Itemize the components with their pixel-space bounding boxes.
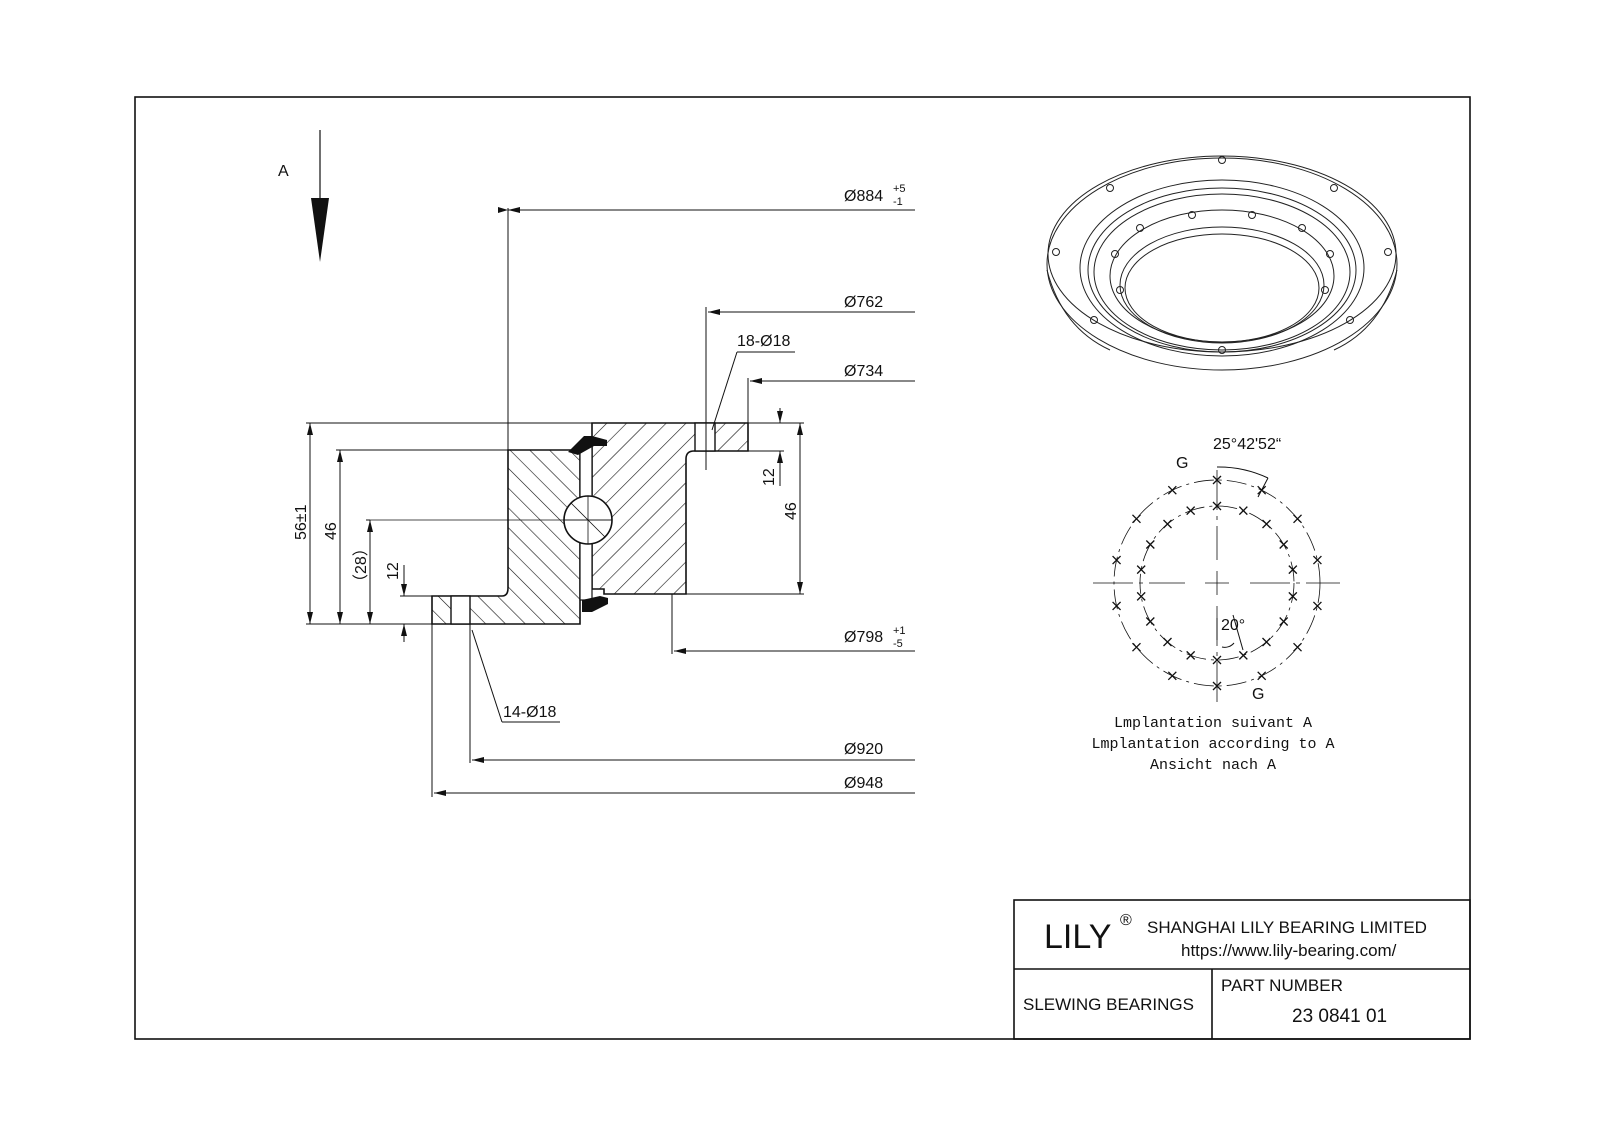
brand-logo: LILY xyxy=(1044,918,1111,956)
bearing-cross-section xyxy=(370,422,749,625)
bolt-hole-mark xyxy=(1262,519,1271,529)
product-category: SLEWING BEARINGS xyxy=(1023,995,1194,1014)
bottom-seal xyxy=(582,596,608,612)
dim-h46-left: 46 xyxy=(323,522,340,540)
bolt-hole-mark xyxy=(1167,485,1177,495)
hole-pattern-caption-en: Lmplantation according to A xyxy=(1091,736,1334,753)
view-arrow-label: A xyxy=(278,163,289,180)
bolt-hole-mark xyxy=(1145,540,1155,549)
bolt-hole-mark xyxy=(1238,506,1248,516)
company-website: https://www.lily-bearing.com/ xyxy=(1181,941,1397,960)
hole-pattern-g-top: G xyxy=(1176,455,1188,472)
bolt-hole-mark xyxy=(1262,637,1271,647)
bolt-hole-mark xyxy=(1186,650,1196,660)
title-block xyxy=(1013,899,1471,1040)
diameter-dimensions xyxy=(431,207,915,797)
bolt-hole-mark xyxy=(1112,555,1122,565)
bolt-hole-mark xyxy=(1288,565,1298,575)
bolt-hole-mark xyxy=(1312,601,1322,611)
bolt-hole-mark xyxy=(1312,555,1322,565)
outer-ring-section xyxy=(591,422,749,595)
hole-pattern-g-bottom: G xyxy=(1252,686,1264,703)
bolt-hole-mark xyxy=(1167,671,1177,681)
bolt-hole-mark xyxy=(1212,681,1222,691)
bolt-hole-mark xyxy=(1293,642,1302,652)
bolt-hole-mark xyxy=(1136,565,1146,575)
bolt-hole-mark xyxy=(1288,591,1298,601)
bolt-hole-mark xyxy=(1132,514,1141,524)
part-number: 23 0841 01 xyxy=(1292,1006,1387,1027)
dim-h56: 56±1 xyxy=(293,504,310,540)
dim-h28: （28） xyxy=(352,540,370,590)
registered-mark: ® xyxy=(1120,912,1132,929)
dim-d798-tol-lower: -5 xyxy=(893,638,903,650)
bolt-hole-mark xyxy=(1212,655,1222,665)
dim-h12-right: 12 xyxy=(761,468,778,486)
dim-d798: Ø798 xyxy=(844,629,883,646)
dim-d762: Ø762 xyxy=(844,294,883,311)
part-number-label: PART NUMBER xyxy=(1221,976,1343,995)
bolt-hole-mark xyxy=(1212,501,1222,511)
dim-d884-tol-upper: +5 xyxy=(893,183,906,195)
bolt-hole-mark xyxy=(1279,617,1289,626)
inner-ring-bolt-hole xyxy=(450,595,471,625)
bolt-hole-mark xyxy=(1163,637,1172,647)
dim-d734: Ø734 xyxy=(844,363,883,380)
dim-holes-inner: 18-Ø18 xyxy=(737,333,790,350)
inner-flange-holes xyxy=(1111,211,1334,294)
bolt-hole-mark xyxy=(1279,540,1289,549)
hole-pattern-angle-top: 25°42'52“ xyxy=(1213,436,1281,453)
company-name: SHANGHAI LILY BEARING LIMITED xyxy=(1147,918,1427,937)
height-arrowheads xyxy=(307,411,803,636)
dim-d884: Ø884 xyxy=(844,188,883,205)
hole-pattern-caption-fr: Lmplantation suivant A xyxy=(1114,715,1312,732)
bolt-hole-mark xyxy=(1238,650,1248,660)
top-seal xyxy=(568,436,607,455)
bolt-hole-mark xyxy=(1112,601,1122,611)
bolt-hole-mark xyxy=(1293,514,1302,524)
diameter-arrowheads xyxy=(434,207,762,796)
hole-pattern-caption-de: Ansicht nach A xyxy=(1150,757,1276,774)
view-arrow: A xyxy=(278,130,329,262)
bolt-hole-mark xyxy=(1136,591,1146,601)
dim-holes-outer: 14-Ø18 xyxy=(503,704,556,721)
dim-d884-tol-lower: -1 xyxy=(893,196,903,208)
dim-h12-left: 12 xyxy=(385,562,402,580)
outer-ring-bolt-hole xyxy=(694,422,716,452)
height-dimensions xyxy=(306,408,804,642)
hole-pattern-angle-bottom: 20° xyxy=(1221,617,1245,634)
bolt-hole-mark xyxy=(1132,642,1141,652)
bolt-hole-mark xyxy=(1212,475,1222,485)
hole-pattern-view xyxy=(1093,466,1340,705)
dim-d798-tol-upper: +1 xyxy=(893,625,906,637)
bolt-hole-mark xyxy=(1163,519,1172,529)
bolt-hole-mark xyxy=(1257,671,1267,681)
dim-d948: Ø948 xyxy=(844,775,883,792)
bolt-hole-mark xyxy=(1145,617,1155,626)
bearing-3d-view xyxy=(1046,155,1398,371)
drawing-border xyxy=(134,96,1471,1040)
outer-flange-holes xyxy=(1052,156,1392,354)
dim-h46-right: 46 xyxy=(783,502,800,520)
dim-d920: Ø920 xyxy=(844,741,883,758)
bolt-hole-mark xyxy=(1186,506,1196,516)
